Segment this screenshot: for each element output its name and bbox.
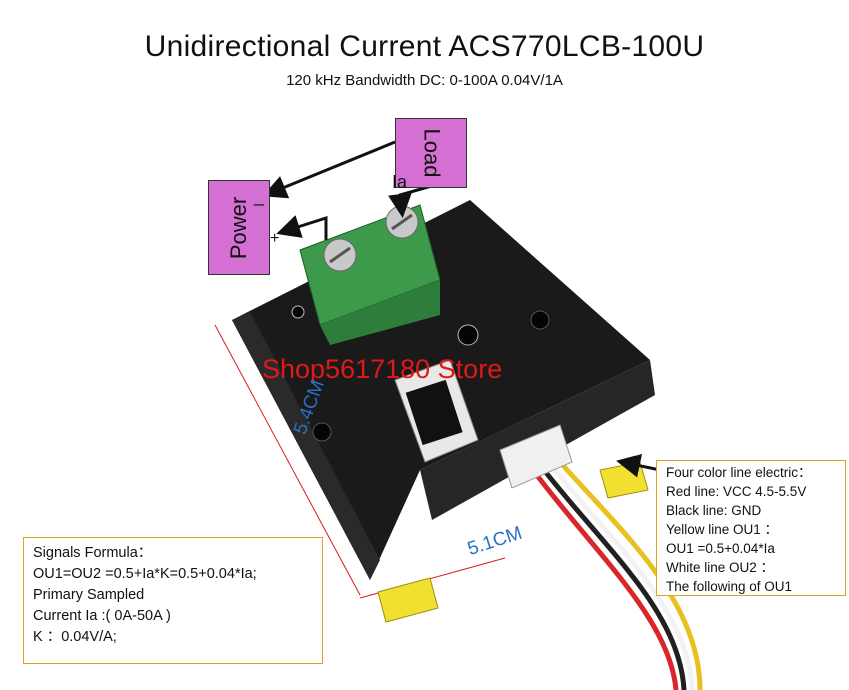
mount-hole [291,305,305,319]
ia-label: Ia [392,172,408,192]
plus-label: + [270,230,280,247]
formula-info-box: Signals Formula： OU1=OU2 =0.5+Ia*K=0.5+0… [23,537,323,664]
white-wire [550,464,695,690]
page-title: Unidirectional Current ACS770LCB-100U [144,30,705,63]
red-wire [534,472,679,690]
terminal-block-base [320,280,440,345]
power-tag: Power [208,180,270,275]
screw-slot [329,246,351,264]
formula-line: Signals Formula： [33,545,153,561]
load-to-terminal-arrow [387,183,436,218]
terminal-to-power-arrow [276,215,328,240]
formula-line: Primary Sampled [33,587,145,603]
yellow-wire [558,460,703,690]
formula-line: OU1=OU2 =0.5+Ia*K=0.5+0.04*Ia; [33,566,257,582]
wire-info-line: Four color line electric： [666,465,812,480]
wire-connector [499,424,573,489]
store-watermark: Shop5617180 Store [262,354,503,384]
black-wire [542,468,687,690]
formula-line: K ：0.04V/A; [33,629,117,645]
info-pointer-arrow [616,453,661,478]
load-tag: Load [395,118,467,188]
wire-info-box: Four color line electric： Red line: VCC … [656,460,846,596]
yellow-standoff-front [377,577,439,623]
wire-info-line: OU1 =0.5+0.04*Ia [666,541,775,556]
power-label: Power [226,196,252,259]
formula-line: Current Ia :( 0A-50A ) [33,608,171,624]
height-dimension-line [214,324,361,596]
pcb-side [232,312,380,580]
load-label: Load [418,128,444,178]
wire-info-line: White line OU2 ： [666,560,775,575]
mount-hole [312,422,332,442]
wire-info-line: The following of OU1 [666,579,793,594]
mount-hole [530,310,550,330]
wire-info-line: Red line: VCC 4.5-5.5V [666,484,807,499]
wire-info-line: Black line: GND [666,503,762,518]
minus-label: _ [254,186,265,206]
load-to-power-arrow [262,140,396,199]
page-subtitle: 120 kHz Bandwidth DC: 0-100A 0.04V/1A [286,72,563,89]
wire-info-line: Yellow line OU1 ： [666,522,779,537]
mount-hole [457,324,479,346]
sensor-chip [405,379,463,446]
